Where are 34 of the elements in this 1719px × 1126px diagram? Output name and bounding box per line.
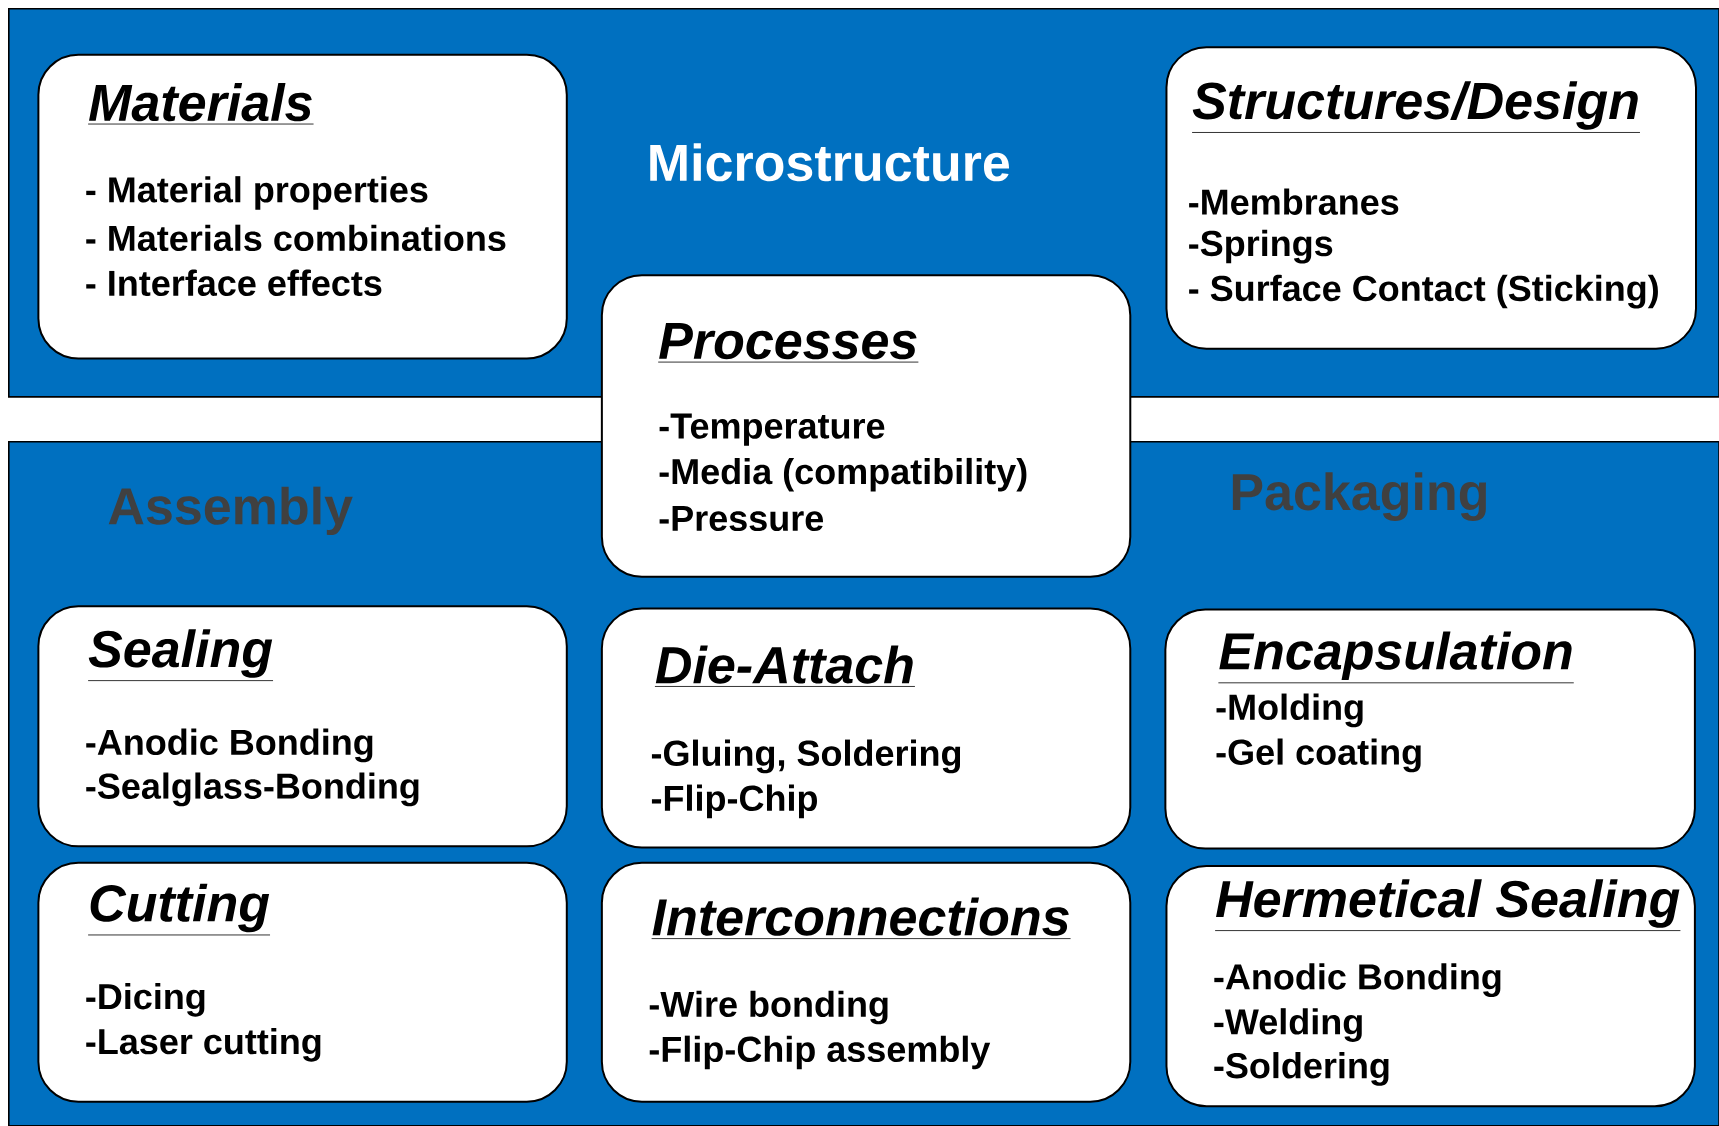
box-heading: Sealing [87,629,274,682]
section-title: Packaging [1232,472,1486,521]
list-item: -Laser cutting [86,1027,321,1062]
box-heading: Die-Attach [654,645,916,687]
list-item: -Pressure [659,506,824,532]
list-item: -Springs [1189,229,1333,264]
list-item: -Welding [1214,1008,1362,1042]
list-item: -Gel coating [1216,738,1421,773]
box-heading: Structures/Design [1191,81,1641,133]
list-item: - Interface effects [86,269,382,297]
box-heading: Interconnections [651,897,1071,940]
list-item: -Anodic Bonding [86,728,373,763]
list-item: -Flip-Chip [651,784,817,819]
list-item: -Media (compatibility) [659,457,1027,492]
section-title: Microstructure [650,143,1010,182]
section-title: Assembly [108,486,353,536]
box-heading: Processes [657,323,919,363]
list-item: -Gluing, Soldering [651,739,961,774]
list-item: -Anodic Bonding [1214,963,1501,997]
list-item: -Sealglass-Bonding [86,772,419,807]
list-item: -Soldering [1214,1052,1389,1086]
list-item: -Temperature [659,413,885,446]
list-item: - Materials combinations [86,224,506,252]
list-item: -Dicing [86,983,205,1017]
box-heading: Cutting [87,883,271,936]
list-item: -Membranes [1189,188,1399,215]
box-heading: Hermetical Sealing [1214,879,1681,932]
list-item: -Flip-Chip assembly [649,1035,991,1070]
box-heading: Encapsulation [1218,631,1575,684]
list-item: -Wire bonding [649,990,888,1025]
list-item: -Molding [1216,693,1363,728]
box-heading: Materials [87,83,314,125]
list-item: - Surface Contact (Sticking) [1189,274,1658,309]
list-item: - Material properties [86,176,428,210]
